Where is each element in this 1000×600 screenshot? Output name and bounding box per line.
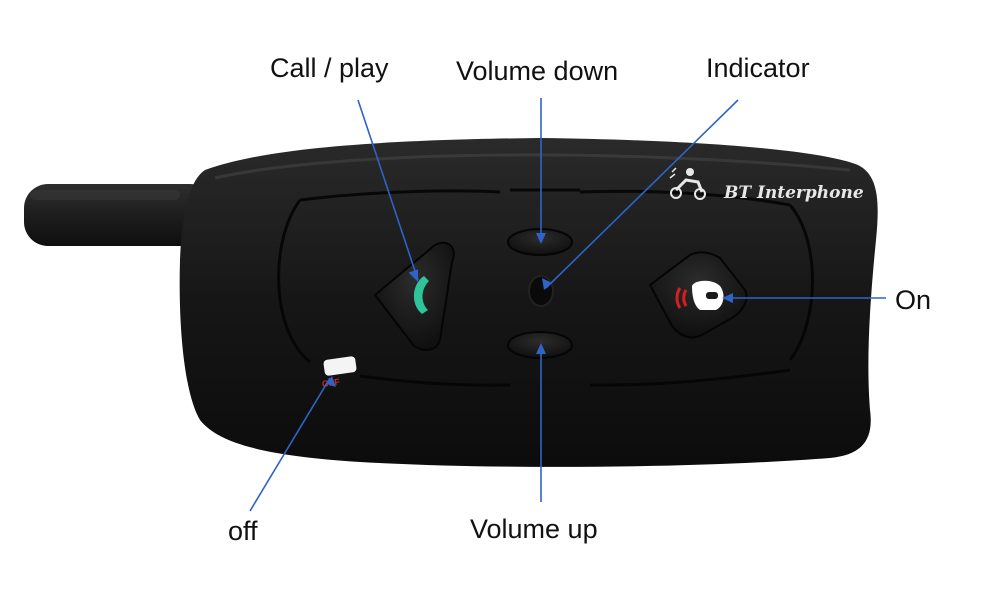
antenna [24, 184, 214, 246]
device-body [179, 138, 878, 467]
label-call-play: Call / play [270, 53, 389, 83]
brand-logo: BT Interphone [669, 167, 864, 203]
label-volume-up: Volume up [470, 514, 598, 544]
on-button[interactable] [648, 251, 748, 339]
indicator-light [528, 275, 554, 307]
pointer-lines [249, 98, 886, 512]
motorcycle-rider-icon [669, 167, 706, 200]
helmet-signal-icon [675, 280, 724, 310]
label-off: off [228, 516, 258, 546]
call-play-button[interactable] [373, 241, 455, 351]
brand-text: BT Interphone [723, 183, 864, 203]
phone-handset-icon [413, 276, 429, 314]
pointer-arrowheads [327, 233, 733, 387]
label-volume-down: Volume down [456, 56, 619, 86]
label-indicator: Indicator [706, 53, 810, 83]
pointer-call-play [357, 99, 419, 281]
volume-down-button[interactable] [507, 228, 573, 256]
pointer-indicator [545, 99, 739, 289]
label-on: On [895, 285, 932, 315]
groove-lines [277, 188, 814, 387]
volume-up-button[interactable] [507, 331, 573, 359]
pointer-off [249, 377, 331, 512]
